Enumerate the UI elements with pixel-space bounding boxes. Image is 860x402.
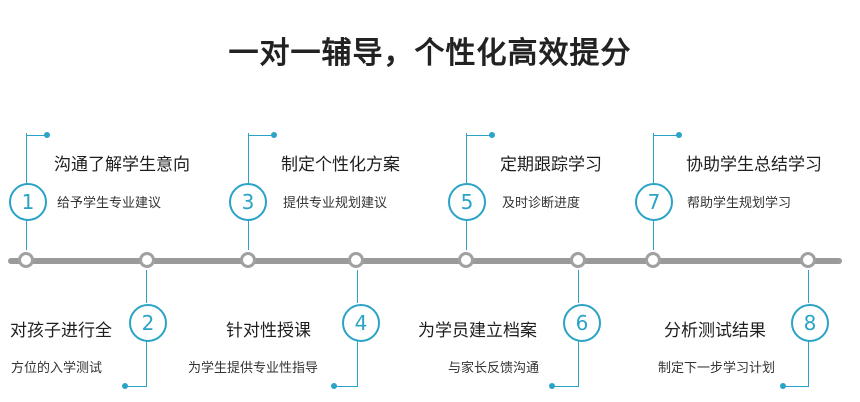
step-number-badge: 4 xyxy=(342,304,380,342)
step-description: 帮助学生规划学习 xyxy=(687,196,792,211)
connector-line xyxy=(466,135,491,136)
connector-dot xyxy=(44,132,50,138)
timeline-node xyxy=(800,252,816,268)
connector-line xyxy=(578,270,579,303)
connector-line xyxy=(466,133,467,185)
connector-line xyxy=(248,220,249,250)
step-number-badge: 1 xyxy=(9,183,47,221)
connector-line xyxy=(553,386,579,387)
step-number-badge: 7 xyxy=(635,183,673,221)
connector-line xyxy=(26,220,27,250)
connector-line xyxy=(26,135,46,136)
step-description: 及时诊断进度 xyxy=(502,196,581,211)
timeline-node xyxy=(348,252,364,268)
connector-line xyxy=(808,341,809,386)
step-number-badge: 5 xyxy=(448,183,486,221)
connector-line xyxy=(653,220,654,250)
connector-line xyxy=(126,386,147,387)
step-title: 沟通了解学生意向 xyxy=(54,155,190,175)
connector-line xyxy=(653,135,678,136)
connector-dot xyxy=(549,383,555,389)
step-number-badge: 2 xyxy=(129,304,167,342)
connector-dot xyxy=(122,383,128,389)
step-title: 对孩子进行全 xyxy=(10,321,112,341)
step-title: 为学员建立档案 xyxy=(418,321,537,341)
step-description: 为学生提供专业性指导 xyxy=(188,361,319,376)
step-number-badge: 6 xyxy=(563,304,601,342)
connector-line xyxy=(357,341,358,386)
connector-line xyxy=(653,133,654,185)
step-description: 制定下一步学习计划 xyxy=(658,361,776,376)
timeline-node xyxy=(570,252,586,268)
step-title: 定期跟踪学习 xyxy=(500,155,602,175)
step-title: 针对性授课 xyxy=(226,321,311,341)
timeline-node xyxy=(139,252,155,268)
connector-line xyxy=(357,270,358,303)
step-description: 方位的入学测试 xyxy=(11,361,103,376)
step-number-badge: 8 xyxy=(791,304,829,342)
step-description: 提供专业规划建议 xyxy=(283,196,388,211)
connector-dot xyxy=(780,383,786,389)
timeline-node xyxy=(645,252,661,268)
step-number-badge: 3 xyxy=(229,183,267,221)
connector-line xyxy=(146,270,147,303)
connector-line xyxy=(784,386,809,387)
step-description: 给予学生专业建议 xyxy=(57,196,162,211)
connector-line xyxy=(146,341,147,386)
connector-line xyxy=(335,386,358,387)
step-title: 制定个性化方案 xyxy=(281,155,400,175)
timeline-node xyxy=(18,252,34,268)
connector-dot xyxy=(676,132,682,138)
timeline-node xyxy=(240,252,256,268)
connector-dot xyxy=(489,132,495,138)
connector-line xyxy=(26,133,27,185)
page-title: 一对一辅导，个性化高效提分 xyxy=(228,36,632,71)
step-title: 分析测试结果 xyxy=(664,321,766,341)
connector-line xyxy=(466,220,467,250)
connector-dot xyxy=(331,383,337,389)
connector-dot xyxy=(271,132,277,138)
connector-line xyxy=(578,341,579,386)
step-title: 协助学生总结学习 xyxy=(686,155,822,175)
connector-line xyxy=(808,270,809,303)
timeline-node xyxy=(458,252,474,268)
connector-line xyxy=(248,133,249,185)
timeline-bar xyxy=(8,258,842,264)
connector-line xyxy=(248,135,273,136)
step-description: 与家长反馈沟通 xyxy=(448,361,540,376)
